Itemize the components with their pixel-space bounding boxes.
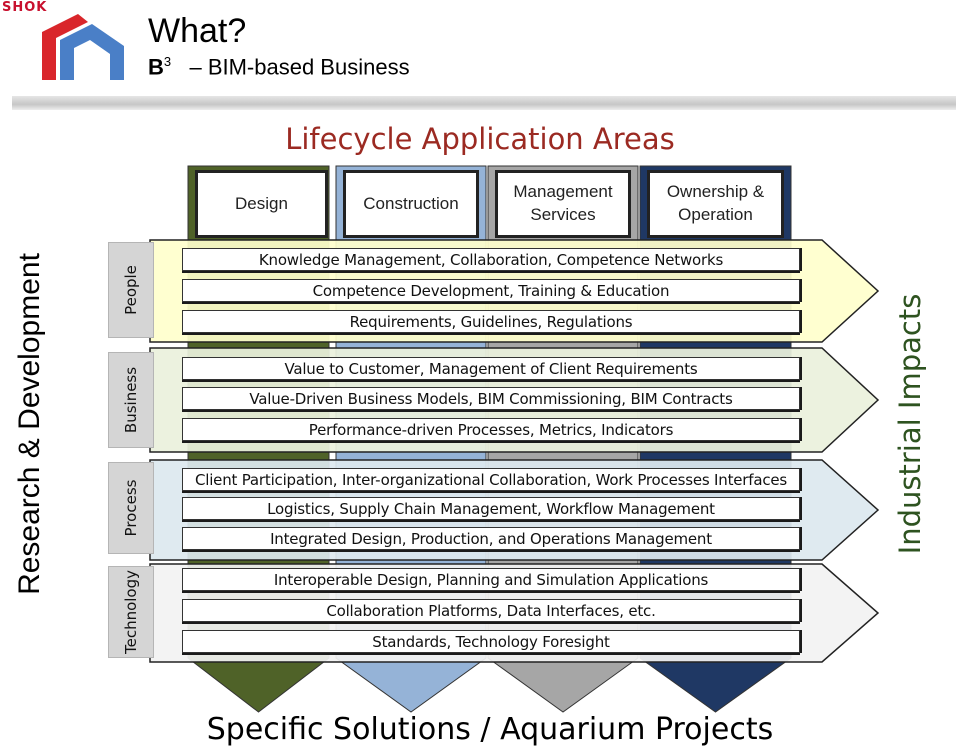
process-item-integrated-design: Integrated Design, Production, and Opera… [182,527,800,550]
technology-item-standards: Standards, Technology Foresight [182,630,800,653]
subtitle-superscript: 3 [163,54,172,69]
subtitle-text: – BIM-based Business [189,54,410,80]
column-header-management-services: Management Services [495,170,631,238]
technology-item-interoperable-design: Interoperable Design, Planning and Simul… [182,568,800,591]
slide-title: What? [148,12,247,50]
logo-blue-shape [60,24,124,80]
company-logo [42,14,124,80]
row-tab-technology: Technology [108,566,154,658]
process-item-logistics: Logistics, Supply Chain Management, Work… [182,497,800,520]
column-header-design: Design [195,170,328,238]
technology-item-collaboration-platforms: Collaboration Platforms, Data Interfaces… [182,599,800,622]
business-item-value-to-customer: Value to Customer, Management of Client … [182,357,800,380]
people-item-competence-development: Competence Development, Training & Educa… [182,279,800,302]
logo-red-shape [42,14,88,80]
business-item-performance-driven: Performance-driven Processes, Metrics, I… [182,418,800,441]
title-divider [12,96,956,110]
row-tab-people: People [108,242,154,338]
slide-subtitle: B3 – BIM-based Business [148,54,410,80]
people-item-knowledge-management: Knowledge Management, Collaboration, Com… [182,248,800,271]
business-item-value-driven-models: Value-Driven Business Models, BIM Commis… [182,387,800,410]
process-item-client-participation: Client Participation, Inter-organization… [182,468,800,491]
row-tab-process: Process [108,462,154,554]
column-header-construction: Construction [343,170,479,238]
areas-title: Lifecycle Application Areas [285,122,675,156]
subtitle-b: B [148,54,164,80]
specific-solutions-label: Specific Solutions / Aquarium Projects [206,712,774,747]
row-tab-business: Business [108,352,154,448]
column-header-ownership-operation: Ownership & Operation [647,170,784,238]
people-item-requirements: Requirements, Guidelines, Regulations [182,310,800,333]
logo-wordmark: SHOK [2,0,48,15]
